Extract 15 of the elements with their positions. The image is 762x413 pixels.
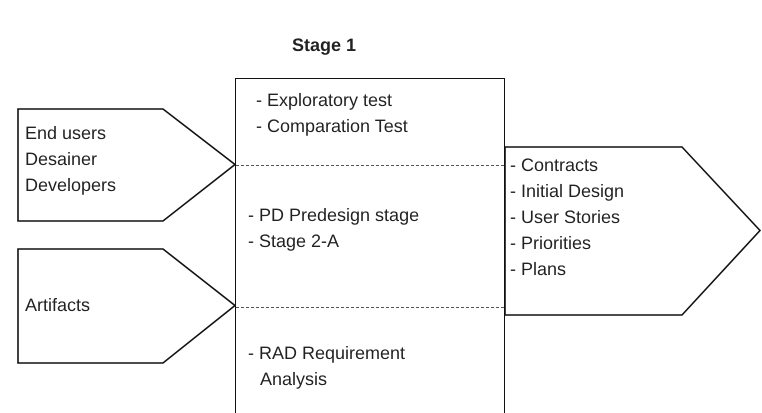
- list-item: - Plans: [510, 258, 568, 281]
- list-item: - Initial Design: [510, 180, 626, 203]
- list-item: - Contracts: [510, 154, 600, 177]
- input-label: End users: [25, 122, 108, 145]
- input-label: Developers: [25, 174, 118, 197]
- list-item: - PD Predesign stage: [248, 204, 420, 227]
- input-label: Artifacts: [25, 294, 92, 317]
- list-item: - Priorities: [510, 232, 592, 255]
- list-item: - User Stories: [510, 206, 622, 229]
- list-item: - Exploratory test: [256, 89, 394, 112]
- list-item: - Stage 2-A: [248, 230, 340, 253]
- list-item: - Comparation Test: [256, 115, 409, 138]
- list-item: - RAD Requirement Analysis: [248, 342, 406, 391]
- input-label: Desainer: [25, 148, 98, 171]
- stage-title: Stage 1: [290, 35, 358, 56]
